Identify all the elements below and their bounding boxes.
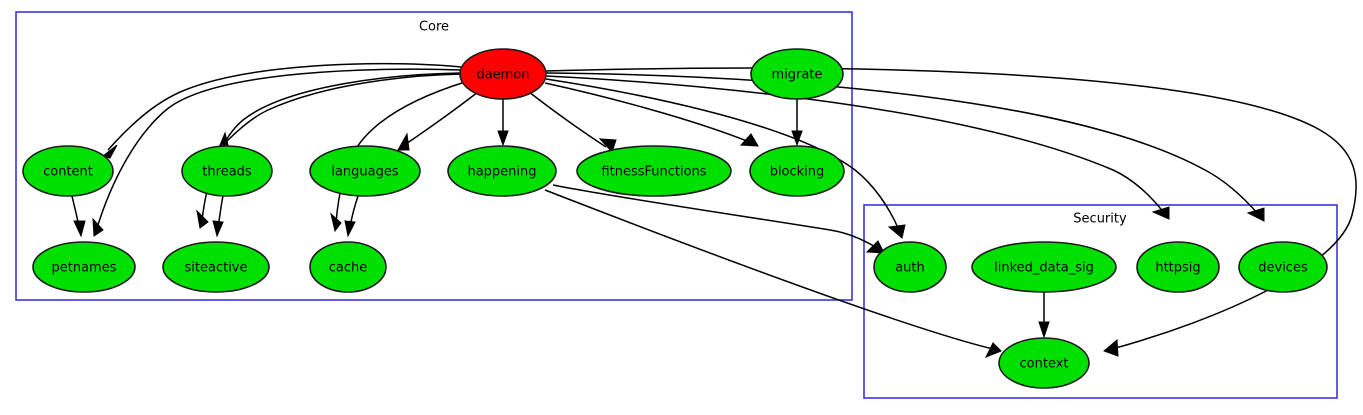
arrowhead-icon	[1246, 207, 1265, 222]
edge-line	[222, 73, 463, 146]
arrowhead-icon	[212, 220, 224, 238]
node-shape-siteactive[interactable]	[162, 241, 270, 293]
edge-line	[544, 189, 994, 350]
edge-daemon-to-cache	[330, 81, 466, 233]
arrowhead-icon	[196, 209, 209, 229]
node-shape-petnames[interactable]	[32, 241, 136, 293]
node-blocking[interactable]: blocking	[749, 145, 845, 197]
node-linked_data_sig[interactable]: linked_data_sig	[971, 241, 1117, 293]
arrowhead-icon	[887, 224, 906, 239]
edge-line	[545, 72, 1260, 216]
edge-line	[335, 81, 466, 224]
edge-daemon-to-happening	[497, 99, 509, 147]
edge-linked_data_sig-to-context	[1038, 292, 1050, 339]
edge-line	[402, 91, 479, 147]
node-shape-httpsig[interactable]	[1136, 241, 1220, 293]
edge-line	[545, 78, 900, 231]
arrowhead-icon	[344, 220, 356, 238]
edge-daemon-to-petnames	[92, 68, 462, 237]
cluster-label-security: Security	[1073, 212, 1127, 227]
edge-threads-to-siteactive	[212, 195, 224, 238]
node-httpsig[interactable]: httpsig	[1136, 241, 1220, 293]
node-shape-languages[interactable]	[309, 145, 421, 197]
node-threads[interactable]: threads	[181, 145, 273, 197]
arrowhead-icon	[1103, 338, 1119, 357]
edge-happening-to-context	[544, 189, 1002, 358]
arrowhead-icon	[330, 212, 342, 233]
edge-line	[545, 75, 1165, 214]
edge-languages-to-cache	[344, 195, 359, 238]
node-shape-devices[interactable]	[1238, 241, 1328, 293]
node-languages[interactable]: languages	[309, 145, 421, 197]
node-shape-migrate[interactable]	[750, 48, 844, 100]
arrowhead-icon	[1038, 321, 1050, 339]
arrowhead-icon	[73, 220, 86, 238]
edge-line	[552, 184, 878, 249]
arrowhead-icon	[497, 130, 509, 147]
node-shape-cache[interactable]	[309, 241, 387, 293]
cluster-core: Core	[15, 11, 853, 301]
cluster-border-security	[863, 204, 1338, 399]
node-shape-happening[interactable]	[447, 145, 557, 197]
node-context[interactable]: context	[998, 337, 1090, 389]
arrowhead-icon	[739, 133, 759, 147]
cluster-label-core: Core	[419, 20, 449, 35]
node-migrate[interactable]: migrate	[750, 48, 844, 100]
node-shape-content[interactable]	[22, 145, 114, 197]
arrowhead-icon	[984, 342, 1002, 358]
edge-line	[544, 82, 753, 144]
node-fitnessFunctions[interactable]: fitnessFunctions	[576, 145, 732, 197]
node-shape-blocking[interactable]	[749, 145, 845, 197]
node-shape-auth[interactable]	[873, 241, 947, 293]
arrowhead-icon	[397, 132, 410, 151]
edge-line	[96, 68, 462, 229]
arrowhead-icon	[1151, 206, 1170, 220]
cluster-border-core	[15, 11, 853, 301]
node-shape-daemon[interactable]	[459, 48, 547, 100]
edge-daemon-to-auth	[545, 78, 906, 239]
edge-daemon-to-languages	[397, 91, 479, 151]
edge-daemon-to-devices	[545, 72, 1265, 222]
arrowhead-icon	[791, 130, 803, 147]
node-shape-context[interactable]	[998, 337, 1090, 389]
node-daemon[interactable]: daemon	[459, 48, 547, 100]
node-shape-threads[interactable]	[181, 145, 273, 197]
node-auth[interactable]: auth	[873, 241, 947, 293]
node-petnames[interactable]: petnames	[32, 241, 136, 293]
arrowhead-icon	[598, 138, 617, 153]
node-siteactive[interactable]: siteactive	[162, 241, 270, 293]
edge-daemon-to-httpsig	[545, 75, 1170, 220]
edge-happening-to-auth	[552, 184, 885, 254]
node-cache[interactable]: cache	[309, 241, 387, 293]
cluster-security: Security	[863, 204, 1338, 399]
edge-daemon-to-fitnessFunctions	[528, 91, 617, 153]
arrowhead-icon	[865, 240, 885, 254]
edge-daemon-to-blocking	[544, 82, 759, 147]
arrowhead-icon	[92, 217, 104, 237]
node-happening[interactable]: happening	[447, 145, 557, 197]
edge-content-to-petnames	[71, 195, 86, 238]
edge-line	[107, 62, 462, 151]
node-content[interactable]: content	[22, 145, 114, 197]
edge-line	[528, 91, 607, 148]
edge-migrate-to-blocking	[791, 99, 803, 147]
node-shape-fitnessFunctions[interactable]	[576, 145, 732, 197]
node-devices[interactable]: devices	[1238, 241, 1328, 293]
node-shape-linked_data_sig[interactable]	[971, 241, 1117, 293]
